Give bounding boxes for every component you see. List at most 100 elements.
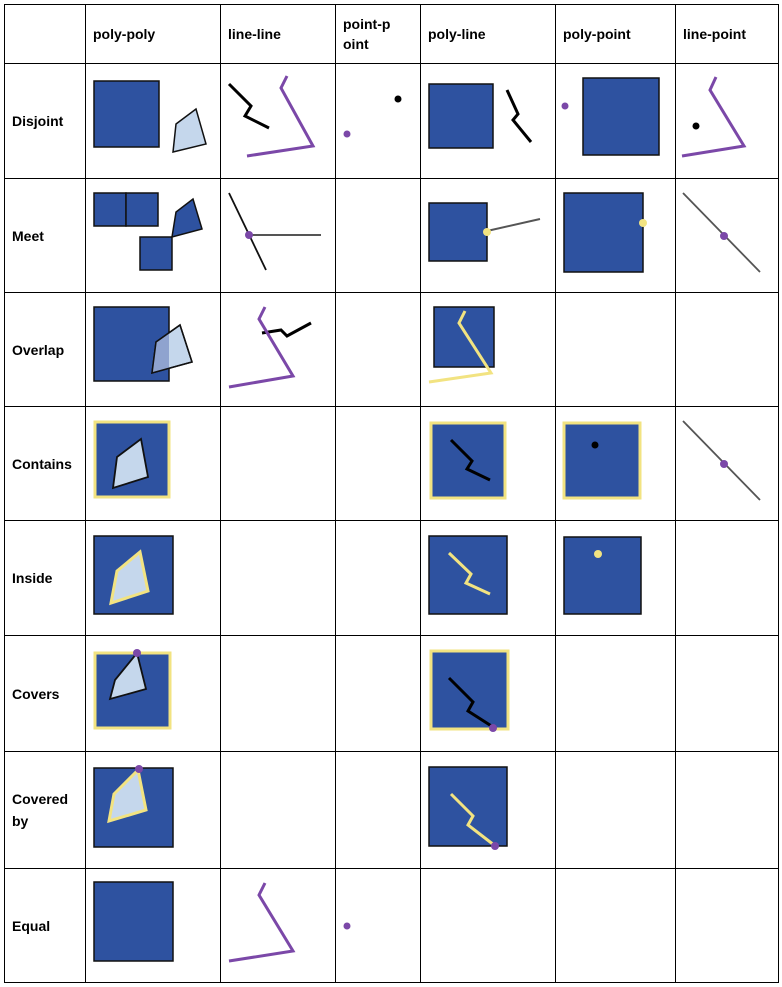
polygon-contains-polygon-figure bbox=[93, 420, 171, 499]
cell-covered-by-poly-line bbox=[420, 751, 556, 869]
cell-covered-by-poly-poly bbox=[85, 751, 221, 869]
cell-covered-by-point-point bbox=[335, 751, 421, 869]
column-header-poly-point: poly-point bbox=[555, 4, 676, 64]
cell-contains-poly-point bbox=[555, 406, 676, 521]
line-contains-point-figure bbox=[682, 420, 761, 501]
cell-overlap-poly-point bbox=[555, 292, 676, 407]
table-row-inside: Inside bbox=[4, 520, 779, 636]
cell-meet-line-point bbox=[675, 178, 779, 293]
table-row-covered-by: Covered by bbox=[4, 751, 779, 869]
overlapping-polygons-figure bbox=[93, 306, 193, 382]
column-header-point-point-label: point-point bbox=[343, 16, 391, 52]
table-row-disjoint: Disjoint bbox=[4, 63, 779, 179]
table-row-contains: Contains bbox=[4, 406, 779, 521]
polygon-contains-point-figure bbox=[562, 421, 642, 500]
cell-disjoint-poly-line bbox=[420, 63, 556, 179]
cell-covered-by-poly-point bbox=[555, 751, 676, 869]
polygon-inside-polygon-figure bbox=[93, 535, 174, 615]
row-label-overlap: Overlap bbox=[4, 292, 86, 407]
disjoint-line-point-figure bbox=[681, 76, 747, 158]
cell-overlap-point-point bbox=[335, 292, 421, 407]
disjoint-polygon-line-figure bbox=[428, 83, 533, 149]
table-row-covers: Covers bbox=[4, 635, 779, 752]
meeting-line-point-figure bbox=[682, 192, 761, 273]
row-label-disjoint: Disjoint bbox=[4, 63, 86, 179]
disjoint-lines-figure bbox=[227, 75, 316, 158]
cell-inside-line-line bbox=[220, 520, 336, 636]
cell-meet-poly-point bbox=[555, 178, 676, 293]
cell-meet-point-point bbox=[335, 178, 421, 293]
cell-inside-point-point bbox=[335, 520, 421, 636]
cell-covers-point-point bbox=[335, 635, 421, 752]
header-row: poly-poly line-line point-point poly-lin… bbox=[4, 4, 779, 64]
cell-contains-line-point bbox=[675, 406, 779, 521]
line-covered-by-polygon-figure bbox=[428, 766, 508, 850]
cell-contains-point-point bbox=[335, 406, 421, 521]
row-label-meet: Meet bbox=[4, 178, 86, 293]
cell-equal-line-point bbox=[675, 868, 779, 983]
cell-inside-poly-point bbox=[555, 520, 676, 636]
equal-points-figure bbox=[343, 922, 351, 930]
disjoint-polygon-point-figure bbox=[561, 77, 660, 156]
equal-lines-figure bbox=[228, 882, 296, 963]
equal-polygons-figure bbox=[93, 881, 174, 962]
table-row-equal: Equal bbox=[4, 868, 779, 983]
cell-disjoint-line-line bbox=[220, 63, 336, 179]
column-header-line-point: line-point bbox=[675, 4, 779, 64]
cell-meet-poly-poly bbox=[85, 178, 221, 293]
cell-disjoint-line-point bbox=[675, 63, 779, 179]
cell-covers-line-point bbox=[675, 635, 779, 752]
row-label-covered-by: Covered by bbox=[4, 751, 86, 869]
row-label-contains: Contains bbox=[4, 406, 86, 521]
cell-overlap-line-line bbox=[220, 292, 336, 407]
column-header-poly-poly: poly-poly bbox=[85, 4, 221, 64]
cell-equal-poly-poly bbox=[85, 868, 221, 983]
cell-overlap-poly-poly bbox=[85, 292, 221, 407]
disjoint-points-figure bbox=[343, 95, 402, 138]
cell-disjoint-point-point bbox=[335, 63, 421, 179]
meeting-polygon-point-figure bbox=[563, 192, 647, 273]
cell-equal-poly-point bbox=[555, 868, 676, 983]
line-inside-polygon-figure bbox=[428, 535, 508, 615]
disjoint-polygons-figure bbox=[93, 80, 207, 153]
cell-disjoint-poly-poly bbox=[85, 63, 221, 179]
polygon-covered-by-polygon-figure bbox=[93, 765, 174, 848]
column-header-line-line: line-line bbox=[220, 4, 336, 64]
cell-inside-poly-line bbox=[420, 520, 556, 636]
corner-cell bbox=[4, 4, 86, 64]
cell-equal-poly-line bbox=[420, 868, 556, 983]
cell-overlap-poly-line bbox=[420, 292, 556, 407]
cell-covered-by-line-point bbox=[675, 751, 779, 869]
row-label-covered-by-text: Covered by bbox=[12, 791, 69, 829]
column-header-poly-line: poly-line bbox=[420, 4, 556, 64]
cell-equal-line-line bbox=[220, 868, 336, 983]
cell-meet-line-line bbox=[220, 178, 336, 293]
cell-overlap-line-point bbox=[675, 292, 779, 407]
cell-inside-line-point bbox=[675, 520, 779, 636]
crossing-lines-figure bbox=[228, 306, 312, 389]
spatial-relations-table: poly-poly line-line point-point poly-lin… bbox=[4, 4, 779, 983]
table-row-overlap: Overlap bbox=[4, 292, 779, 407]
cell-covers-line-line bbox=[220, 635, 336, 752]
polygon-covers-polygon-figure bbox=[93, 649, 172, 730]
point-inside-polygon-figure bbox=[563, 536, 642, 615]
meeting-lines-figure bbox=[228, 192, 321, 271]
cell-meet-poly-line bbox=[420, 178, 556, 293]
cell-covered-by-line-line bbox=[220, 751, 336, 869]
polygon-contains-line-figure bbox=[429, 421, 507, 500]
overlapping-polygon-line-figure bbox=[428, 306, 495, 384]
cell-inside-poly-poly bbox=[85, 520, 221, 636]
row-label-equal: Equal bbox=[4, 868, 86, 983]
cell-contains-poly-line bbox=[420, 406, 556, 521]
column-header-point-point: point-point bbox=[335, 4, 421, 64]
cell-contains-line-line bbox=[220, 406, 336, 521]
row-label-covers: Covers bbox=[4, 635, 86, 752]
cell-covers-poly-poly bbox=[85, 635, 221, 752]
meeting-polygons-figure bbox=[93, 192, 203, 271]
cell-contains-poly-poly bbox=[85, 406, 221, 521]
cell-disjoint-poly-point bbox=[555, 63, 676, 179]
table-row-meet: Meet bbox=[4, 178, 779, 293]
cell-covers-poly-line bbox=[420, 635, 556, 752]
polygon-covers-line-figure bbox=[429, 649, 510, 732]
cell-equal-point-point bbox=[335, 868, 421, 983]
